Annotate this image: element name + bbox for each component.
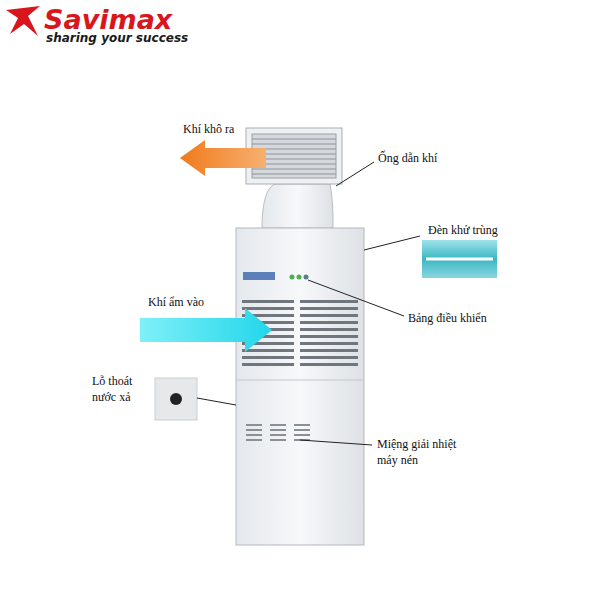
panel-seam xyxy=(236,380,364,381)
callout-label: Khí khô ra xyxy=(183,121,234,137)
air-duct xyxy=(262,184,333,228)
control-button xyxy=(290,275,295,280)
uv-tube xyxy=(426,258,493,261)
brand-plate xyxy=(243,272,275,280)
machine-body xyxy=(236,228,364,545)
callout-label: Khí ẩm vào xyxy=(148,294,204,310)
callout-label: Miệng giải nhiệt máy nén xyxy=(377,436,459,468)
control-button xyxy=(297,275,302,280)
callout-label: Ống dẫn khí xyxy=(378,150,437,166)
drain-inset xyxy=(155,378,197,420)
compressor-vents xyxy=(246,424,310,441)
callout-label: Lỗ thoát nước xả xyxy=(92,373,152,405)
drain-hole xyxy=(170,393,182,405)
callout-label: Bảng điều khiển xyxy=(408,310,487,326)
logo-icon xyxy=(6,6,40,36)
callout-label: Đèn khử trùng xyxy=(428,222,498,238)
uv-lamp-inset xyxy=(422,240,497,278)
leader-lines xyxy=(197,162,420,445)
humid-air-arrow xyxy=(140,308,272,352)
logo-text: Savimax xyxy=(44,4,172,35)
logo-slogan: sharing your success xyxy=(46,31,188,45)
dry-air-arrow xyxy=(180,140,266,176)
control-button xyxy=(304,275,309,280)
